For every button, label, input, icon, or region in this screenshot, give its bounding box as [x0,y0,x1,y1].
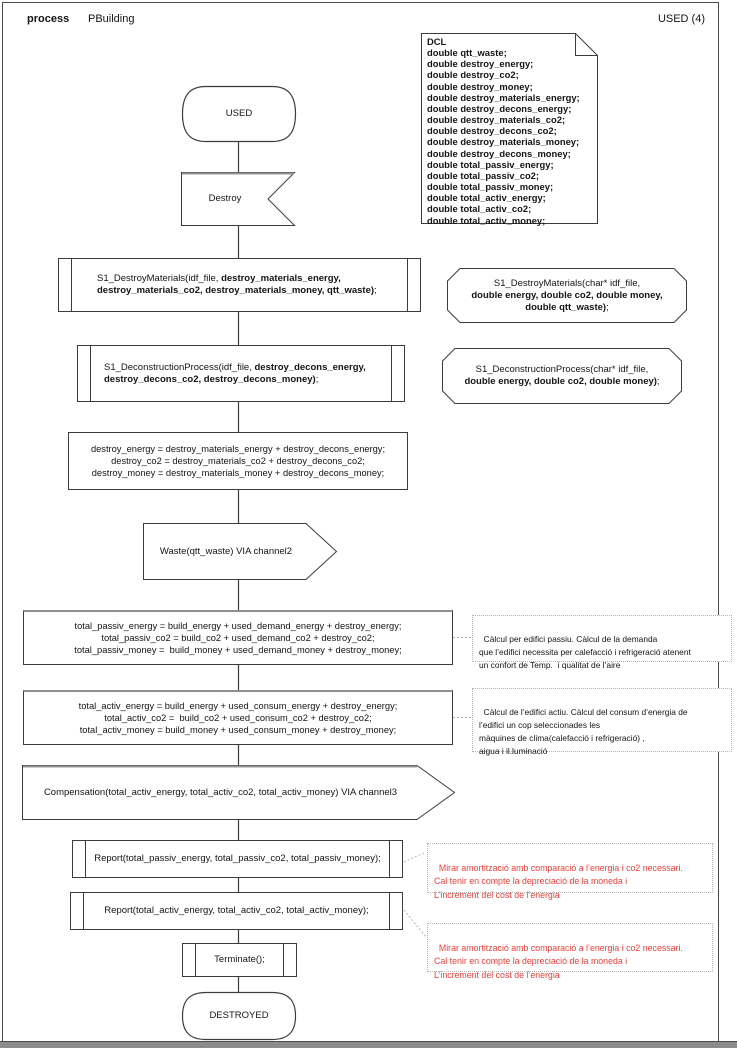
output-signal-label: Compensation(total_activ_energy, total_a… [43,786,398,798]
call-text-bold: destroy_decons_energy, destroy_decons_co… [104,361,366,385]
comment-text: Càlcul de l’edifici actiu. Càlcul del co… [479,707,688,756]
annotation-text: Mirar amortització amb comparació a l’en… [434,862,683,900]
comment-active-calculation[interactable]: Càlcul de l’edifici actiu. Càlcul del co… [472,688,732,756]
comment-text: Càlcul per edifici passiu. Càlcul de la … [479,634,691,670]
procedure-declaration-symbol [447,268,687,323]
decl-text-end: ; [606,301,609,313]
input-signal-label: Destroy [208,193,242,204]
procedure-declaration-text: S1_DestroyMaterials(char* idf_file, doub… [447,278,687,314]
dcl-declarations-note[interactable]: DCL double qtt_waste; double destroy_ene… [421,33,598,226]
output-signal-symbol [143,523,338,580]
call-text-end: ; [374,285,377,296]
call-terminate[interactable]: Terminate(); [182,943,297,977]
task-assign-total-passiv[interactable]: total_passiv_energy = build_energy + use… [23,610,453,665]
page-bottom-edge [0,1041,737,1048]
state-used[interactable]: USED [181,85,297,143]
call-text-end: ; [315,373,319,385]
call-text-bold: destroy_materials_energy, destroy_materi… [97,273,375,296]
call-deconstruction-process[interactable]: S1_DeconstructionProcess(idf_file, destr… [77,345,405,402]
process-name: PBuilding [88,13,135,25]
state-destroyed[interactable]: DESTROYED [181,991,297,1041]
output-signal-label: Waste(qtt_waste) VIA channel2 [159,545,293,557]
output-waste[interactable]: Waste(qtt_waste) VIA channel2 [143,523,338,580]
state-symbol [181,85,297,143]
output-compensation[interactable]: Compensation(total_activ_energy, total_a… [22,765,456,820]
comment-passive-calculation[interactable]: Càlcul per edifici passiu. Càlcul de la … [472,615,732,670]
annotation-amortization-passiv[interactable]: Mirar amortització amb comparació a l’en… [427,843,713,900]
input-destroy[interactable]: Destroy [181,172,296,226]
decl-text-bold: double energy, double co2, double money,… [471,289,663,313]
dcl-text: DCL double qtt_waste; double destroy_ene… [427,36,580,226]
procedure-call-text: S1_DestroyMaterials(idf_file, destroy_ma… [97,273,404,297]
call-report-passiv[interactable]: Report(total_passiv_energy, total_passiv… [72,840,403,878]
task-assign-total-activ[interactable]: total_activ_energy = build_energy + used… [23,690,453,745]
state-label: DESTROYED [209,1010,269,1021]
state-symbol [181,991,297,1041]
state-label: USED [225,108,253,119]
call-text-normal: S1_DeconstructionProcess(idf_file, [104,361,255,373]
output-signal-symbol [22,765,456,820]
task-assign-destroy-totals[interactable]: destroy_energy = destroy_materials_energ… [68,432,408,490]
annotation-amortization-activ[interactable]: Mirar amortització amb comparació a l’en… [427,923,713,980]
procedure-call-text: S1_DeconstructionProcess(idf_file, destr… [104,362,388,386]
input-signal-symbol [181,172,296,226]
decl-destroy-materials[interactable]: S1_DestroyMaterials(char* idf_file, doub… [447,268,687,323]
decl-text-end: ; [656,376,660,387]
annotation-text: Mirar amortització amb comparació a l’en… [434,942,683,980]
procedure-call-text: Report(total_activ_energy, total_activ_c… [104,905,369,916]
diagram-kind-label: process [27,13,70,25]
procedure-declaration-symbol [442,348,682,404]
call-text-normal: S1_DestroyMaterials(idf_file, [97,273,222,284]
task-text: destroy_energy = destroy_materials_energ… [90,444,386,478]
procedure-declaration-text: S1_DeconstructionProcess(char* idf_file,… [442,364,682,388]
decl-text-normal: S1_DestroyMaterials(char* idf_file, [493,277,641,289]
decl-text-bold: double energy, double co2, double money) [464,376,657,387]
decl-text-normal: S1_DeconstructionProcess(char* idf_file, [475,364,649,375]
task-text: total_passiv_energy = build_energy + use… [74,621,402,655]
procedure-call-text: Terminate(); [214,954,265,965]
call-destroy-materials[interactable]: S1_DestroyMaterials(idf_file, destroy_ma… [58,258,421,312]
page-reference-label: USED (4) [657,13,705,25]
call-report-activ[interactable]: Report(total_activ_energy, total_activ_c… [70,892,403,930]
note-symbol [421,33,598,224]
task-text: total_activ_energy = build_energy + used… [78,701,398,735]
procedure-call-text: Report(total_passiv_energy, total_passiv… [94,853,381,864]
decl-deconstruction-process[interactable]: S1_DeconstructionProcess(char* idf_file,… [442,348,682,404]
